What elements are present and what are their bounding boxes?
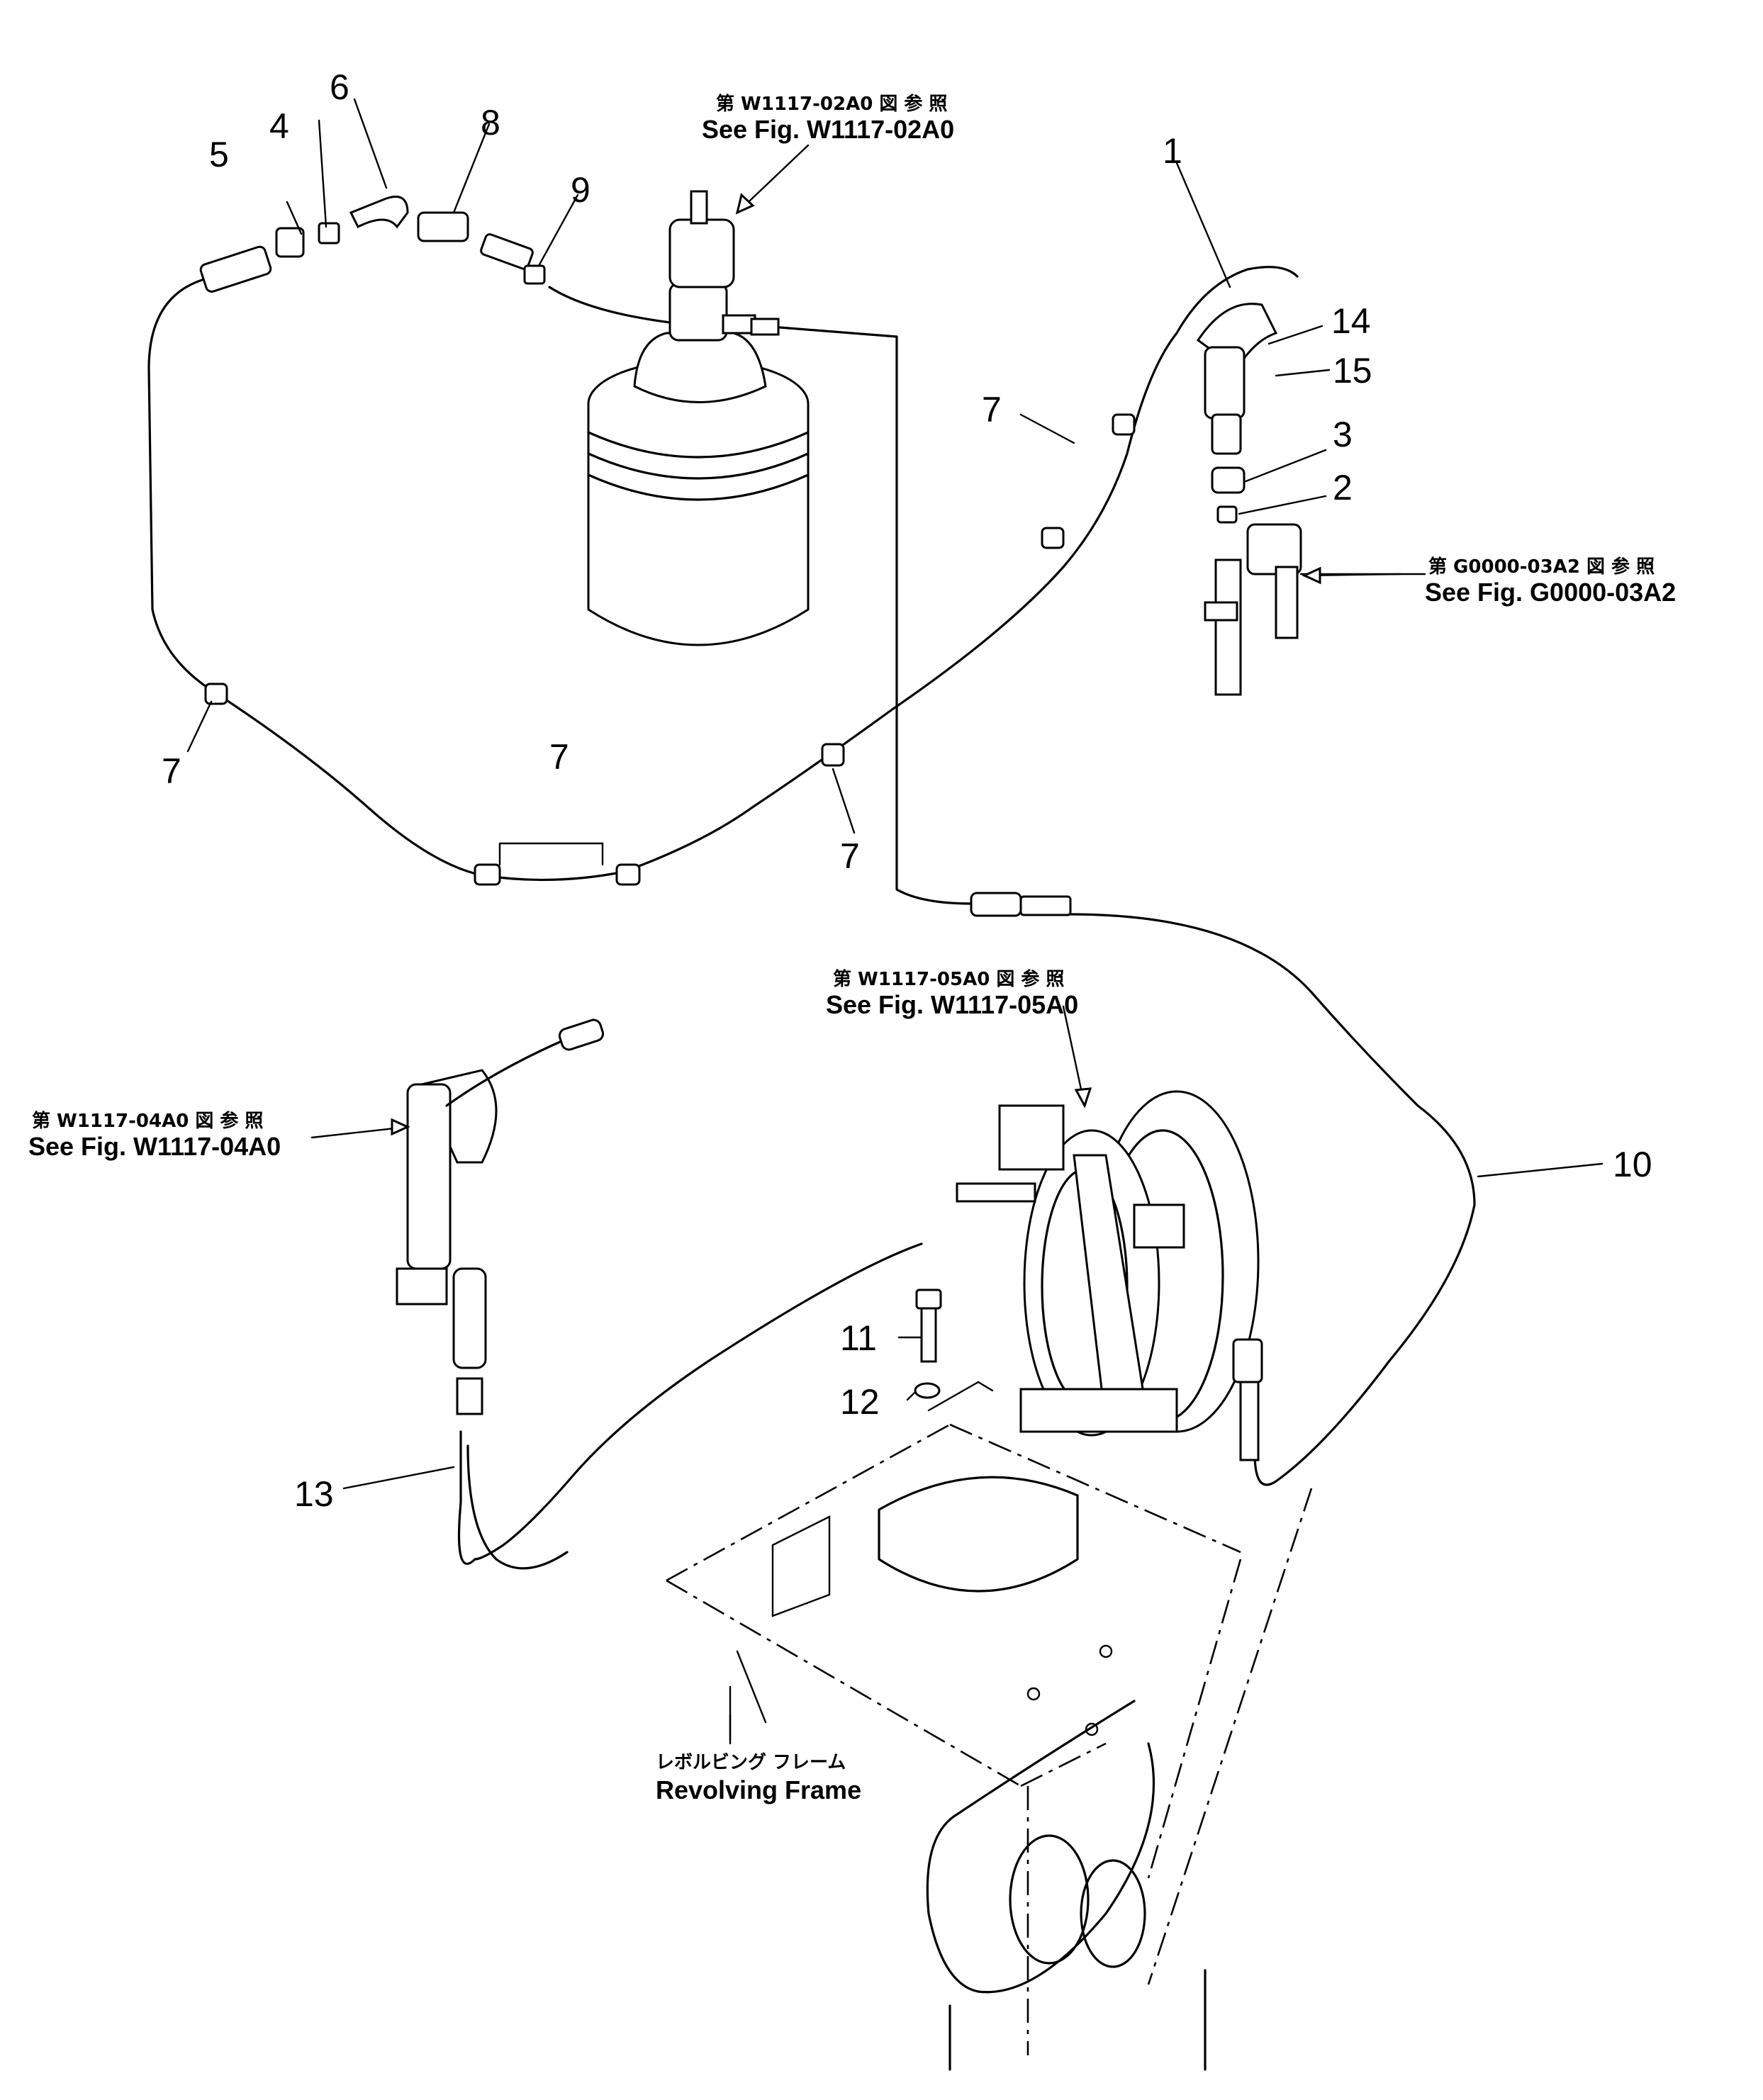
part-label-15: 15: [1333, 351, 1372, 391]
ref-valve-en: See Fig. G0000-03A2: [1425, 578, 1676, 607]
valve-assembly: [1196, 303, 1302, 696]
washer-12: [914, 1382, 941, 1399]
part-label-5: 5: [209, 135, 229, 174]
part-label-14: 14: [1331, 301, 1371, 341]
reference-labels: 第 W1117-02A0 図 参 照 See Fig. W1117-02A0 第…: [28, 93, 1676, 1804]
ref-valve-jp: 第 G0000-03A2 図 参 照: [1428, 556, 1655, 578]
part-label-9: 9: [571, 170, 591, 210]
fitting-chain: [199, 196, 546, 293]
grease-gun: [396, 1018, 605, 1415]
clamps: [204, 413, 1136, 886]
frame-label-jp: レボルビング フレーム: [656, 1752, 846, 1773]
part-label-12: 12: [840, 1382, 880, 1422]
part-label-13: 13: [294, 1474, 334, 1514]
ref-gun-jp: 第 W1117-04A0 図 参 照: [32, 1110, 263, 1132]
part-label-6: 6: [330, 67, 349, 107]
part-label-2: 2: [1333, 468, 1353, 507]
reel-fitting: [1232, 1338, 1263, 1461]
part-labels: 1 14 15 3 2 7 7 7 7 5 4 6 8 9 10 11 12 1…: [162, 67, 1652, 1514]
part-label-7d: 7: [840, 836, 860, 876]
grease-pump: [668, 190, 780, 342]
hose-fitting-10: [970, 892, 1072, 917]
frame-label-en: Revolving Frame: [656, 1775, 861, 1804]
part-label-7a: 7: [982, 390, 1002, 429]
part-label-7c: 7: [549, 737, 569, 777]
part-label-3: 3: [1333, 415, 1353, 454]
ref-pump-en: See Fig. W1117-02A0: [702, 115, 954, 144]
part-label-4: 4: [269, 106, 289, 146]
part-label-7b: 7: [162, 751, 181, 791]
leader-lines: [186, 98, 1604, 1745]
grease-drum: [587, 332, 810, 646]
revolving-frame: [666, 1423, 1313, 2071]
hose-lines: [147, 266, 1476, 1570]
ref-pump-jp: 第 W1117-02A0 図 参 照: [716, 93, 947, 115]
part-label-8: 8: [481, 103, 500, 142]
ref-reel-en: See Fig. W1117-05A0: [826, 990, 1078, 1019]
part-label-10: 10: [1613, 1145, 1652, 1184]
part-label-11: 11: [840, 1318, 877, 1358]
hose-reel: [956, 1090, 1260, 1437]
part-label-1: 1: [1163, 131, 1182, 171]
ref-gun-en: See Fig. W1117-04A0: [28, 1132, 281, 1161]
bolt-11: [915, 1288, 942, 1363]
ref-reel-jp: 第 W1117-05A0 図 参 照: [833, 968, 1064, 990]
